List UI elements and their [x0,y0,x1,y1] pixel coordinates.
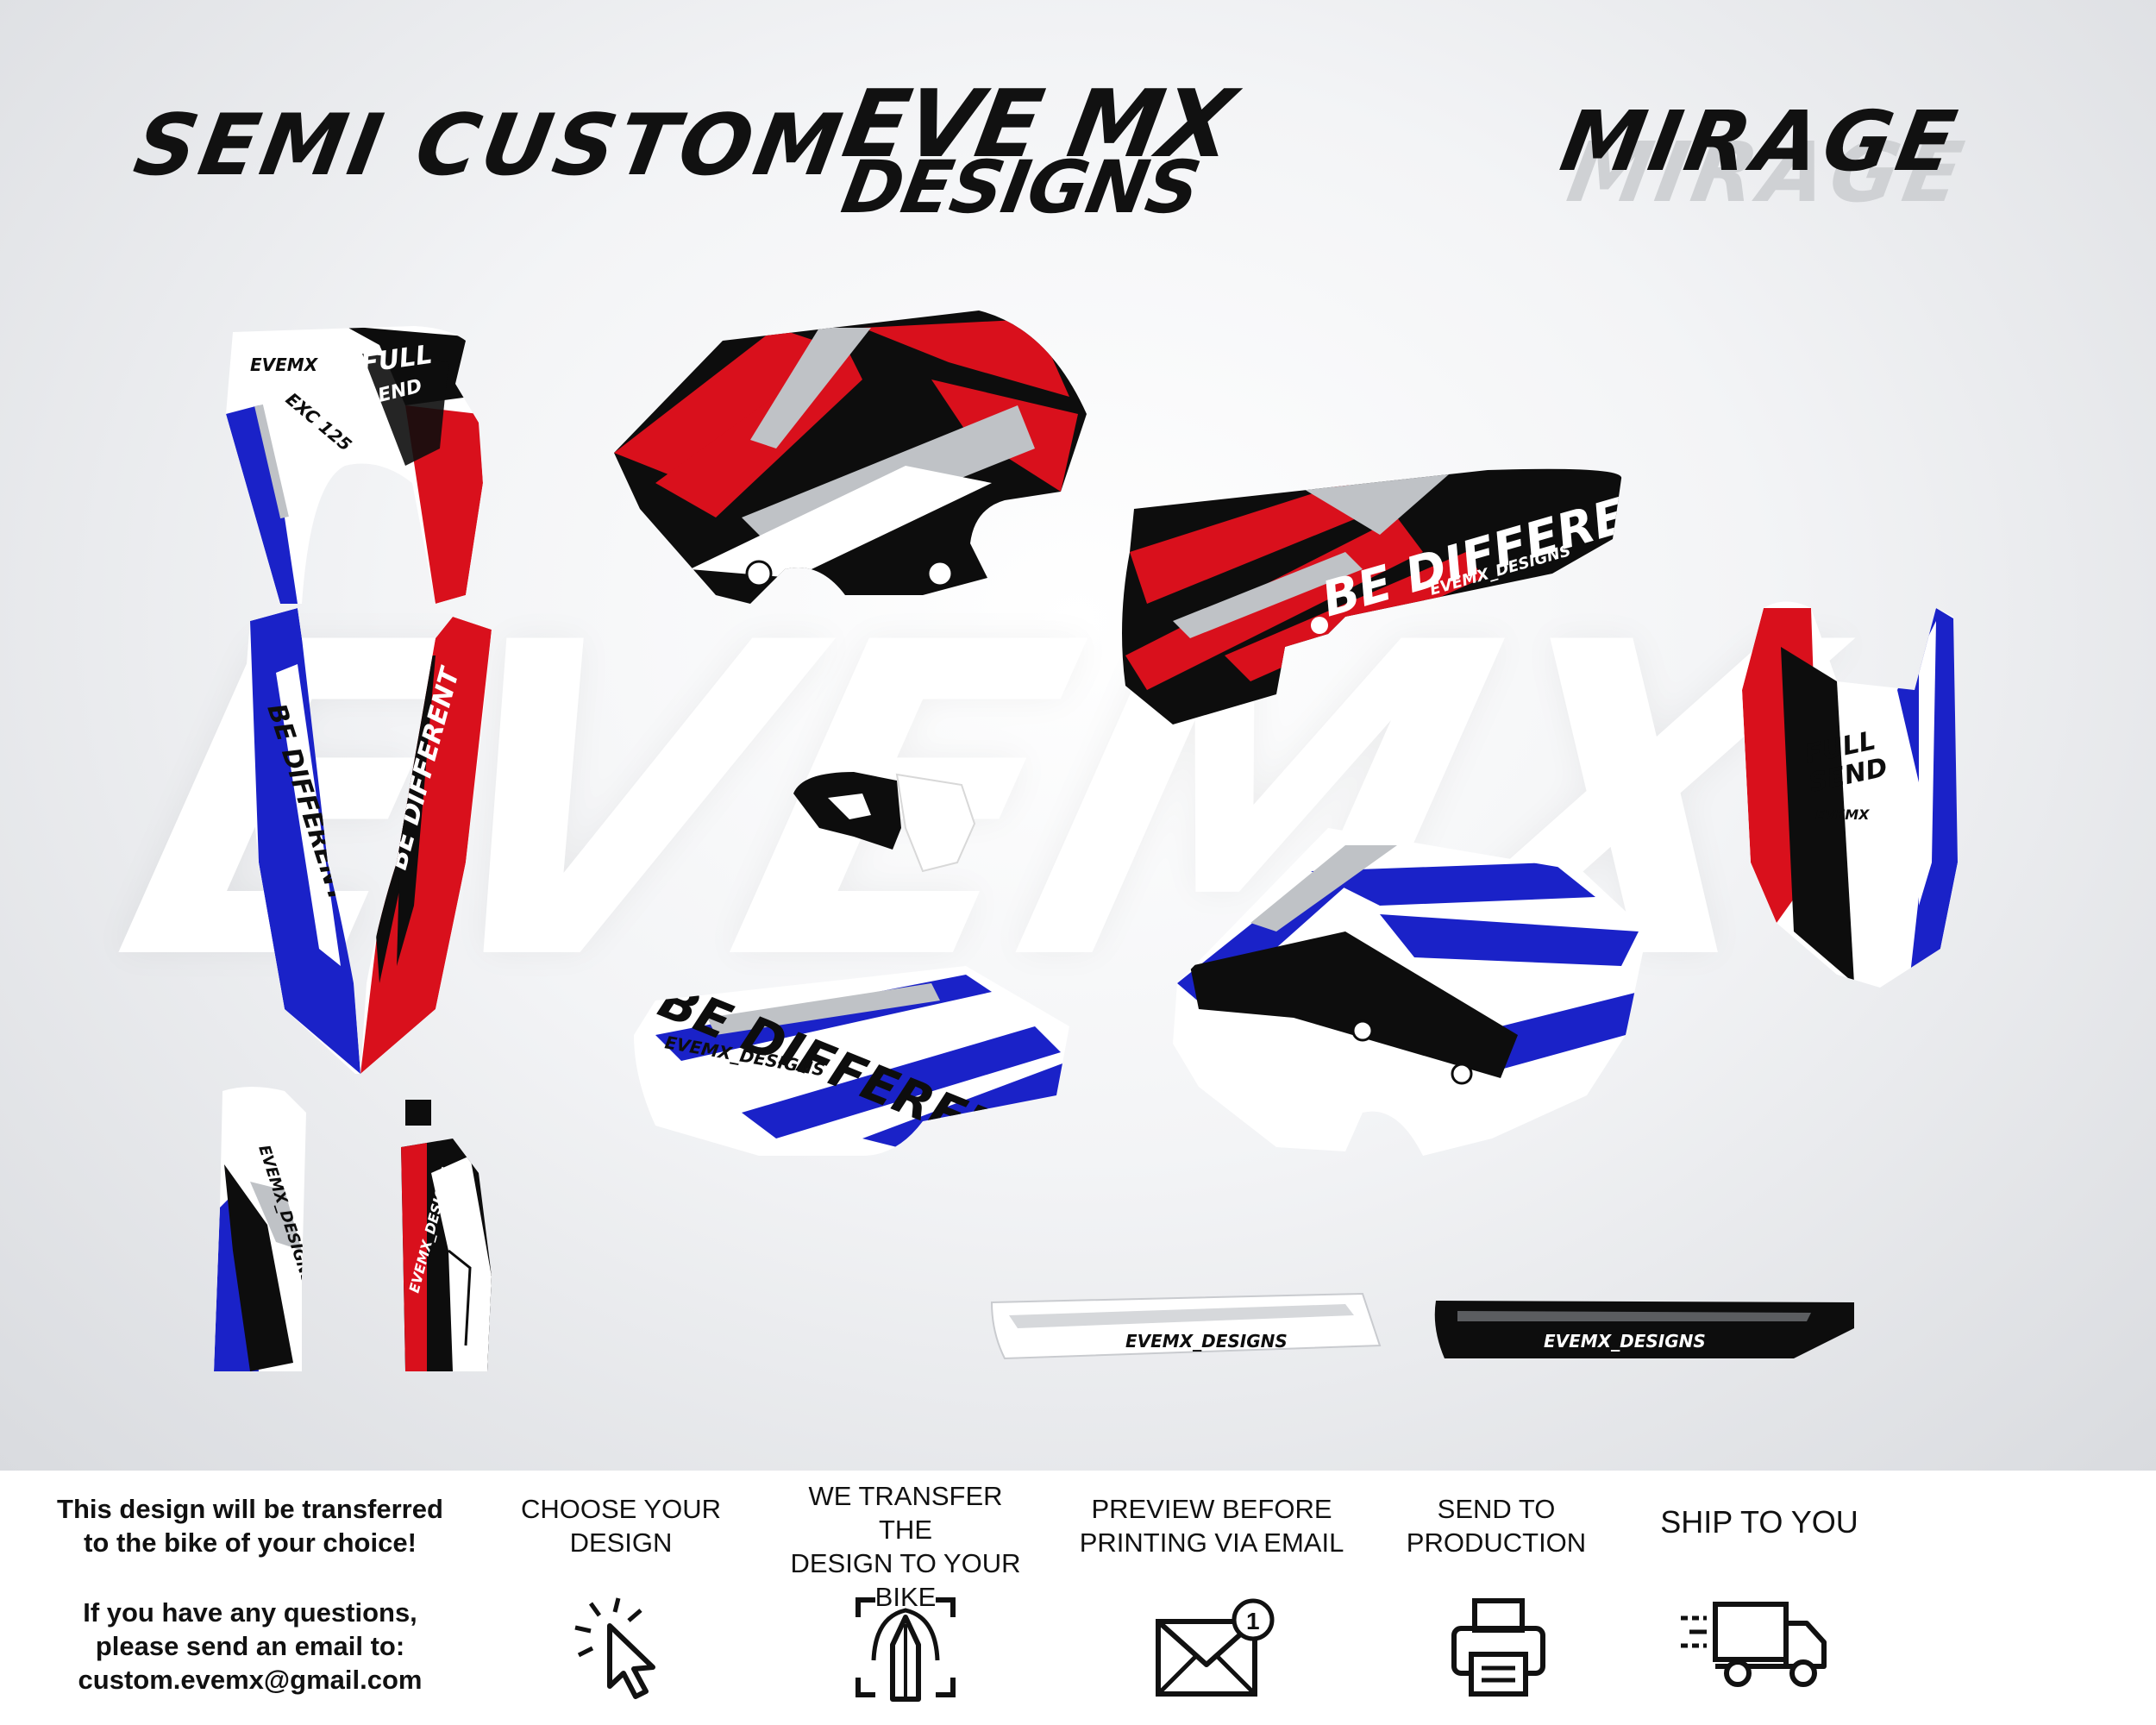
red-radiator-shroud-decal [614,310,1087,604]
fork-guard-right-decal: EVEMX_DESIGNS [401,1100,492,1371]
step-1-line-1: CHOOSE YOUR [521,1494,721,1524]
note-line-2: to the bike of your choice! [84,1527,417,1558]
step-4-line-1: SEND TO [1437,1494,1556,1524]
envelope-icon: 1 [1156,1598,1275,1697]
step-3-line-2: PRINTING VIA EMAIL [1079,1527,1344,1558]
step-transfer-design: WE TRANSFER THE DESIGN TO YOUR BIKE [780,1479,1031,1614]
printer-icon [1451,1598,1545,1697]
st-evemx-text: EVEMX [328,716,376,730]
step-choose-design: CHOOSE YOUR DESIGN [500,1492,742,1559]
decal-kit-illustration: EVEMX FULL SEND EXC 125 EVEMX BE DIFFERE… [214,310,1958,1371]
step-5-line-1: SHIP TO YOU [1660,1504,1858,1540]
product-showcase: EVEMX SEMI CUSTOM EVE MX DESIGNS MIRAGE … [0,0,2156,1471]
step-send-production: SEND TO PRODUCTION [1376,1492,1617,1559]
step-2-line-1: WE TRANSFER THE [808,1481,1003,1545]
rear-fender-decal: FULL SEND EVEMX [1742,601,1958,988]
pen-tool-icon [856,1597,956,1702]
step-3-line-1: PREVIEW BEFORE [1091,1494,1332,1524]
note-line-4: please send an email to: [95,1631,405,1661]
transfer-note: This design will be transferred to the b… [26,1492,474,1559]
step-2-line-2: DESIGN TO YOUR [790,1548,1021,1578]
step-2-line-3: BIKE [874,1582,937,1612]
red-side-panel-decal: BE DIFFERENT EVEMX_DESIGNS [1122,468,1622,724]
sw-black-text: EVEMX_DESIGNS [1544,1331,1706,1352]
contact-note: If you have any questions, please send a… [26,1596,474,1697]
front-number-plate-decal: EVEMX BE DIFFERENT BE DIFFERENT [243,608,492,1074]
swingarm-strip-white-decal: EVEMX_DESIGNS [990,1292,1382,1360]
blue-radiator-shroud-decal [1173,828,1647,1156]
step-preview-email: PREVIEW BEFORE PRINTING VIA EMAIL [1074,1492,1350,1559]
headlight-plate-decal: EVEMX FULL SEND EXC 125 [226,326,483,604]
notification-count: 1 [1246,1608,1260,1634]
sw-white-text: EVEMX_DESIGNS [1125,1331,1288,1352]
fork-guard-left-decal: EVEMX_DESIGNS [214,1087,306,1371]
qr-code [334,737,368,774]
note-line-1: This design will be transferred [57,1494,443,1524]
note-line-3: If you have any questions, [83,1597,417,1628]
airbox-tab-decal [793,772,976,873]
rf-evemx-text: EVEMX [1815,806,1870,823]
step-1-line-2: DESIGN [569,1527,673,1558]
contact-email-link[interactable]: custom.evemx@gmail.com [78,1665,423,1695]
step-ship-to-you: SHIP TO YOU [1639,1505,1880,1539]
blue-side-panel-decal: BE DIFFERENT EVEMX_DESIGNS [634,966,1069,1156]
notification-badge [1232,1598,1275,1641]
cursor-click-icon [574,1597,655,1699]
step-4-line-2: PRODUCTION [1406,1527,1587,1558]
swingarm-strip-black-decal: EVEMX_DESIGNS [1434,1301,1854,1358]
hl-evemx-text: EVEMX [250,354,319,375]
delivery-truck-icon [1681,1602,1827,1687]
